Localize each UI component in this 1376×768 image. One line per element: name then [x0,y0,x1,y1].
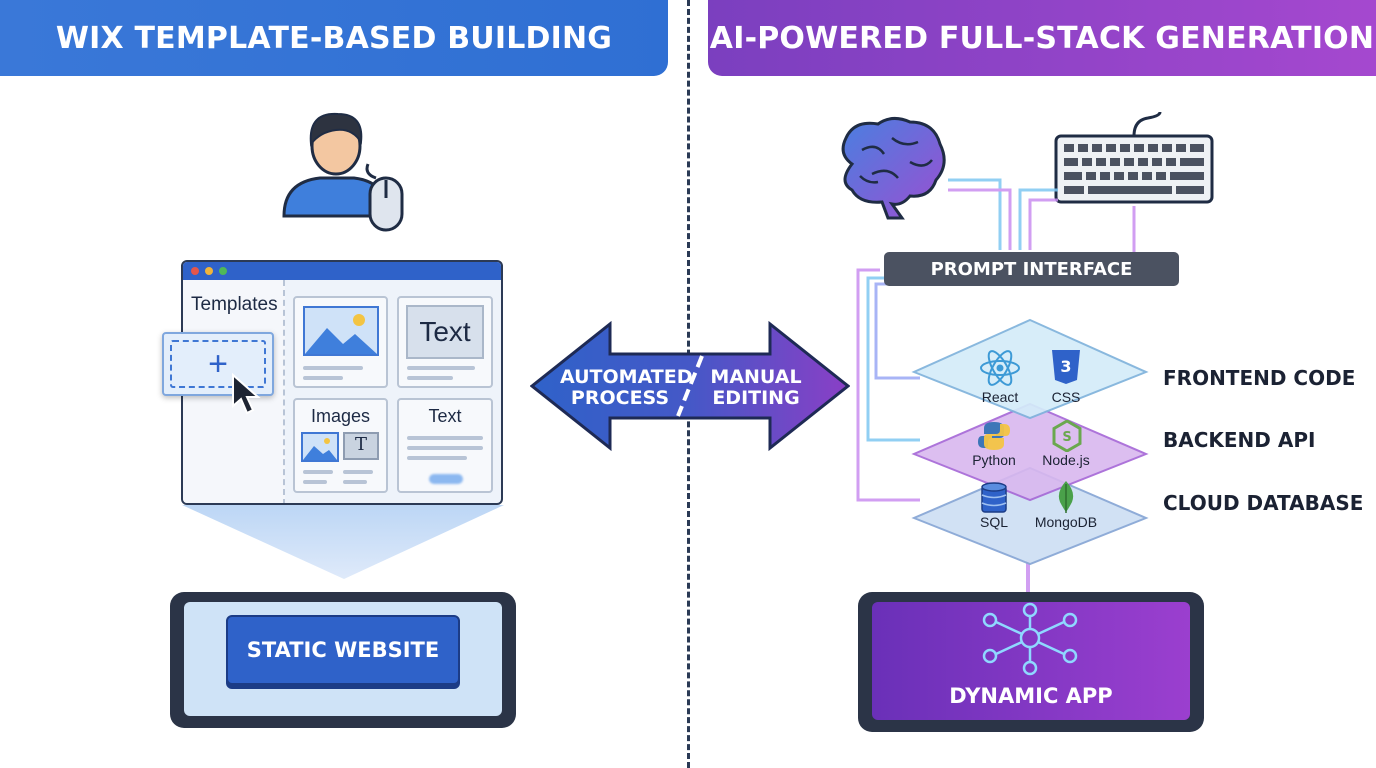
bidirectional-arrow [530,320,850,452]
static-website-label: STATIC WEBSITE [246,638,440,662]
user-icon [282,112,390,218]
nodejs-label: Node.js [1042,452,1090,468]
python-icon [978,422,1010,450]
minimize-dot[interactable] [205,267,213,275]
dynamic-app-label: DYNAMIC APP [949,684,1113,708]
text-block-card[interactable]: Text [397,398,493,493]
text-block-label: Text [428,406,462,426]
mongodb-icon [1058,481,1074,513]
close-dot[interactable] [191,267,199,275]
react-icon [980,350,1020,386]
sql-label: SQL [979,514,1008,530]
images-template-card[interactable]: Images T [293,398,388,493]
maximize-dot[interactable] [219,267,227,275]
left-banner: WIX TEMPLATE-BASED BUILDING [0,0,668,76]
python-label: Python [972,452,1016,468]
static-website-button[interactable]: STATIC WEBSITE [226,615,460,685]
backend-layer [911,402,1149,502]
prompt-interface-bar[interactable]: PROMPT INTERFACE [884,252,1179,286]
add-element-dropzone[interactable]: + [170,340,266,388]
svg-text:3: 3 [1060,357,1071,376]
browser-title-bar [183,262,501,280]
manual-editing-label: MANUAL EDITING [710,366,802,409]
text-icon: T [343,432,379,460]
plus-icon: + [208,344,228,383]
image-icon [301,432,339,462]
database-layer [911,466,1149,566]
frontend-code-label: FRONTEND CODE [1163,366,1356,390]
css-label: CSS [1051,389,1081,405]
stack-layers [911,318,1149,566]
text-card-label: Text [419,316,471,347]
automated-process-label: AUTOMATED PROCESS [560,366,693,409]
mongodb-label: MongoDB [1034,514,1098,530]
projection-beam [182,505,504,579]
nodejs-icon: S [1052,420,1082,452]
network-hub-icon [982,602,1078,676]
css3-icon: 3 [1052,350,1080,384]
cursor-icon [232,372,261,415]
prompt-interface-label: PROMPT INTERFACE [930,258,1133,280]
database-icon [981,482,1007,513]
add-element-box[interactable]: + [162,332,274,396]
data-flow-lines [856,178,1136,600]
frontend-layer [911,318,1149,420]
right-banner: AI-POWERED FULL-STACK GENERATION [708,0,1376,76]
left-banner-title: WIX TEMPLATE-BASED BUILDING [55,20,613,56]
keyboard-icon [1054,112,1214,204]
backend-api-label: BACKEND API [1163,428,1316,452]
right-banner-title: AI-POWERED FULL-STACK GENERATION [709,20,1375,56]
image-template-card[interactable] [293,296,388,388]
image-icon [303,306,379,356]
cloud-database-label: CLOUD DATABASE [1163,491,1364,515]
react-label: React [981,389,1019,405]
text-template-card[interactable]: Text [397,296,493,388]
mouse-icon [365,163,404,232]
images-card-label: Images [310,406,371,426]
svg-text:S: S [1062,430,1071,445]
templates-label: Templates [191,294,278,315]
brain-icon [841,117,946,220]
